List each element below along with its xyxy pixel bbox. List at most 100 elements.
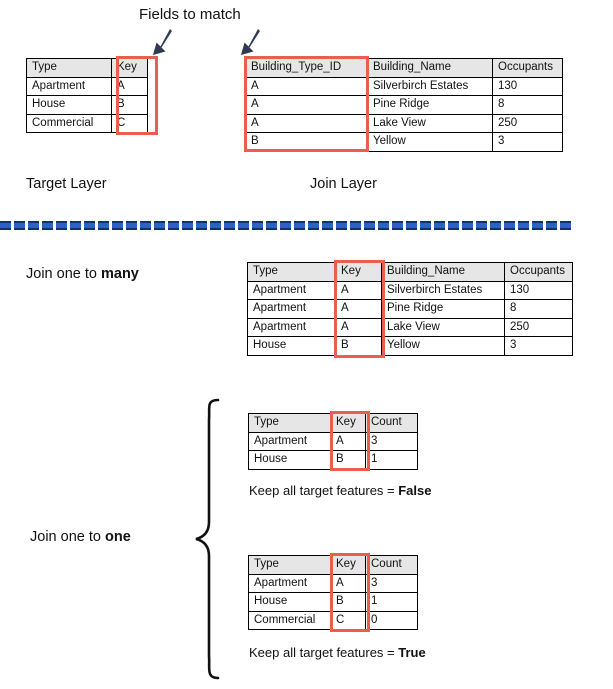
cell-key: A	[335, 317, 382, 337]
column-header-type: Type	[248, 555, 331, 575]
keep-all-false-prefix: Keep all target features =	[249, 483, 399, 498]
cell-type: House	[248, 592, 331, 612]
column-header-key: Key	[330, 413, 366, 433]
one-to-many-table: Type Key Building_Name Occupants Apartme…	[247, 262, 573, 356]
join-one-to-one-prefix: Join one to	[30, 529, 105, 545]
join-one-to-many-emphasis: many	[100, 266, 139, 282]
cell-key: C	[111, 113, 148, 133]
table-header-row: Type Key Count	[248, 555, 418, 575]
cell-occupants: 250	[504, 317, 573, 337]
divider-dash	[392, 221, 403, 230]
divider-dash	[252, 221, 263, 230]
cell-occupants: 3	[492, 132, 563, 152]
divider-dash	[168, 221, 179, 230]
divider-dash	[98, 221, 109, 230]
cell-key: A	[111, 76, 148, 96]
one-to-one-false-table: Type Key Count Apartment A 3 House B 1	[248, 413, 418, 470]
table-row: Apartment A Silverbirch Estates 130	[247, 280, 573, 300]
divider-dash	[364, 221, 375, 230]
divider-dash	[518, 221, 529, 230]
cell-building-name: Yellow	[381, 336, 505, 356]
column-header-type: Type	[26, 58, 112, 78]
cell-count: 0	[365, 610, 418, 630]
keep-all-false-emphasis: False	[398, 483, 432, 498]
divider-dash	[490, 221, 501, 230]
table-row: Commercial C	[26, 113, 148, 133]
table-row: Commercial C 0	[248, 610, 418, 630]
cell-building-name: Lake View	[381, 317, 505, 337]
column-header-key: Key	[330, 555, 366, 575]
table-header-row: Type Key Building_Name Occupants	[247, 262, 573, 282]
cell-building-name: Pine Ridge	[381, 299, 505, 319]
table-row: A Silverbirch Estates 130	[245, 76, 563, 96]
cell-key: A	[335, 280, 382, 300]
arrow-down-right-icon-target	[143, 28, 175, 58]
cell-key: A	[335, 299, 382, 319]
divider-dash	[14, 221, 25, 230]
cell-building-name: Pine Ridge	[367, 95, 493, 115]
divider-dash	[294, 221, 305, 230]
cell-key: B	[330, 450, 366, 470]
column-header-key: Key	[111, 58, 148, 78]
divider-dash	[378, 221, 389, 230]
divider-dash	[420, 221, 431, 230]
one-to-many-table-wrapper: Type Key Building_Name Occupants Apartme…	[247, 262, 573, 356]
column-header-count: Count	[365, 413, 418, 433]
cell-type: Apartment	[247, 299, 336, 319]
column-header-occupants: Occupants	[492, 58, 563, 78]
cell-occupants: 250	[492, 113, 563, 133]
divider-dash	[28, 221, 39, 230]
divider-dash	[210, 221, 221, 230]
cell-building-name: Lake View	[367, 113, 493, 133]
column-header-key: Key	[335, 262, 382, 282]
column-header-type: Type	[247, 262, 336, 282]
table-row: House B 1	[248, 592, 418, 612]
table-row: Apartment A	[26, 76, 148, 96]
cell-occupants: 8	[492, 95, 563, 115]
column-header-building-name: Building_Name	[367, 58, 493, 78]
table-header-row: Building_Type_ID Building_Name Occupants	[245, 58, 563, 78]
divider-dash	[224, 221, 235, 230]
table-row: House B Yellow 3	[247, 336, 573, 356]
target-layer-table-wrapper: Type Key Apartment A House B Commercial …	[26, 58, 148, 133]
join-layer-table-wrapper: Building_Type_ID Building_Name Occupants…	[245, 58, 563, 152]
divider-dash	[532, 221, 543, 230]
divider-dash	[140, 221, 151, 230]
one-to-one-true-table: Type Key Count Apartment A 3 House B 1 C…	[248, 555, 418, 630]
cell-type: Apartment	[247, 280, 336, 300]
target-layer-caption: Target Layer	[26, 176, 107, 192]
divider-dash	[546, 221, 557, 230]
column-header-count: Count	[365, 555, 418, 575]
column-header-type: Type	[248, 413, 331, 433]
fields-to-match-label: Fields to match	[139, 6, 241, 23]
cell-type: House	[247, 336, 336, 356]
join-one-to-many-label: Join one to many	[26, 266, 139, 282]
cell-occupants: 8	[504, 299, 573, 319]
cell-building-name: Silverbirch Estates	[381, 280, 505, 300]
divider-dash	[476, 221, 487, 230]
cell-type: Apartment	[248, 431, 331, 451]
table-row: Apartment A Lake View 250	[247, 317, 573, 337]
table-header-row: Type Key Count	[248, 413, 418, 433]
divider-dash	[280, 221, 291, 230]
table-row: Apartment A 3	[248, 431, 418, 451]
one-to-one-false-table-wrapper: Type Key Count Apartment A 3 House B 1	[248, 413, 418, 470]
divider-dash	[350, 221, 361, 230]
divider-dash	[0, 221, 11, 230]
divider-dash	[462, 221, 473, 230]
table-row: House B 1	[248, 450, 418, 470]
cell-count: 1	[365, 450, 418, 470]
cell-type: House	[248, 450, 331, 470]
cell-occupants: 130	[492, 76, 563, 96]
column-header-occupants: Occupants	[504, 262, 573, 282]
table-row: Apartment A 3	[248, 573, 418, 593]
divider-dash	[336, 221, 347, 230]
join-one-to-many-prefix: Join one to	[26, 266, 101, 282]
cell-type: Apartment	[247, 317, 336, 337]
table-row: A Lake View 250	[245, 113, 563, 133]
divider-dash	[154, 221, 165, 230]
divider-dash	[434, 221, 445, 230]
column-header-building-type-id: Building_Type_ID	[245, 58, 368, 78]
divider-dash	[196, 221, 207, 230]
divider-dash	[182, 221, 193, 230]
